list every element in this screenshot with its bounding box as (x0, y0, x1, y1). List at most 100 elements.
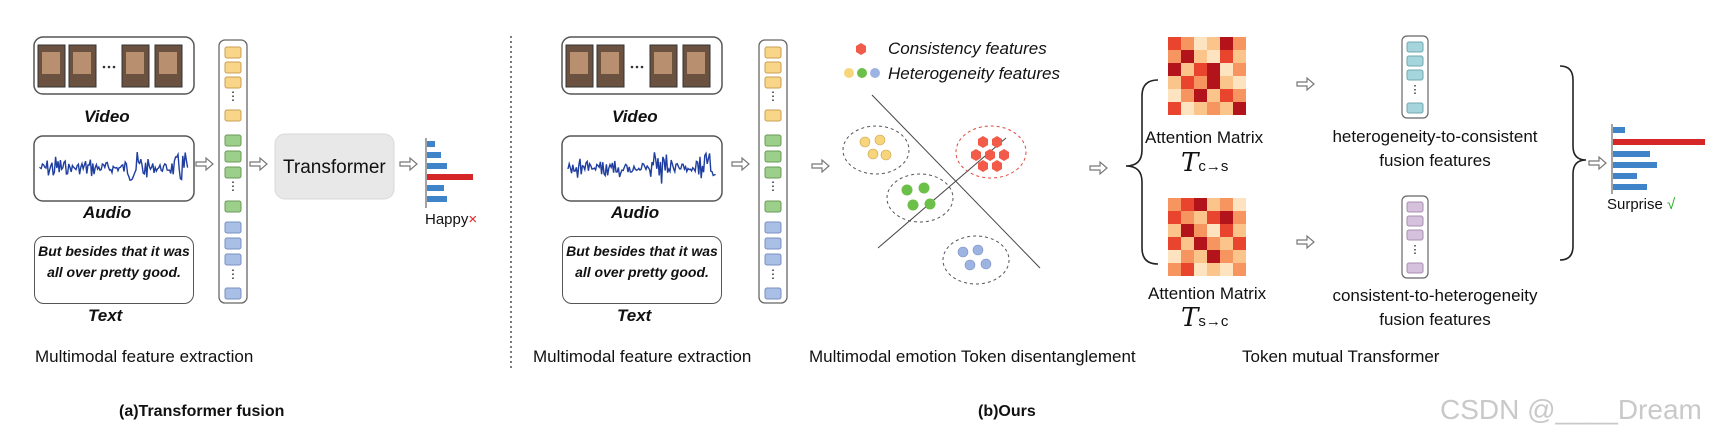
t-symbol-bottom: T (1181, 303, 1199, 333)
token-cells-a: ⋮ ⋮ ⋮ (224, 46, 242, 300)
heatmap-cell (1168, 89, 1181, 102)
svg-text:⋮: ⋮ (767, 89, 779, 103)
heatmap-cell (1168, 198, 1181, 211)
heatmap-cell (1233, 263, 1246, 276)
arrow-to-mutual (1089, 160, 1108, 176)
bar-a-2 (427, 152, 441, 158)
heatmap-cell (1207, 237, 1220, 250)
svg-text:⋮: ⋮ (227, 179, 239, 193)
heatmap-cell (1181, 63, 1194, 76)
transformer-block (274, 133, 395, 200)
heatmap-cell (1220, 63, 1233, 76)
legend-heterogeneity-dots (844, 68, 880, 78)
attention-label-top: Attention Matrix (1145, 128, 1264, 147)
bar-a-5 (427, 185, 444, 191)
heatmap-cell (1220, 50, 1233, 63)
heatmap-cell (1181, 102, 1194, 115)
video-label-b: Video (612, 107, 658, 126)
bar-a-6 (427, 196, 447, 202)
prediction-b: Surprise √ (1607, 197, 1675, 212)
heatmap-cell (1220, 89, 1233, 102)
heatmap-cell (1207, 211, 1220, 224)
heatmap-cell (1194, 89, 1207, 102)
bar-b-1 (1613, 127, 1625, 133)
text-label-b: Text (617, 306, 652, 325)
audio-label-a: Audio (83, 203, 132, 222)
heatmap-cell (1207, 224, 1220, 237)
panel-caption-a: (a)Transformer fusion (119, 403, 285, 420)
wrong-mark-icon: × (468, 211, 478, 228)
check-mark-icon: √ (1667, 196, 1676, 213)
heatmap-cell (1233, 89, 1246, 102)
svg-text:⋮: ⋮ (1410, 244, 1421, 256)
t-subscript-bottom: s→c (1198, 313, 1229, 330)
heatmap-cell (1207, 63, 1220, 76)
arrow-to-tokens-a (195, 156, 214, 172)
heatmap-cell (1181, 89, 1194, 102)
heatmap-cell (1207, 50, 1220, 63)
fusion-features-top-line2: fusion features (1379, 151, 1491, 170)
bar-b-5 (1613, 173, 1637, 179)
heatmap-cell (1233, 237, 1246, 250)
heatmap-cell (1168, 250, 1181, 263)
text-sample-box-b: But besides that it was all over pretty … (562, 236, 722, 304)
heatmap-cell (1220, 76, 1233, 89)
attention-heatmap-bottom (1168, 198, 1246, 276)
arrow-to-disentangle (811, 158, 830, 174)
bar-b-3 (1613, 151, 1650, 157)
heatmap-cell (1194, 37, 1207, 50)
heatmap-cell (1207, 198, 1220, 211)
heatmap-cell (1233, 37, 1246, 50)
attention-heatmap-top (1168, 37, 1246, 115)
heatmap-cell (1168, 102, 1181, 115)
heatmap-cell (1194, 50, 1207, 63)
panel-caption-b: (b)Ours (978, 403, 1036, 420)
heatmap-cell (1233, 250, 1246, 263)
text-sample-box-a: But besides that it was all over pretty … (34, 236, 194, 304)
heatmap-cell (1194, 250, 1207, 263)
output-histogram-b (1611, 124, 1705, 194)
heatmap-cell (1168, 37, 1181, 50)
feature-cells-top: ⋮ (1406, 41, 1424, 114)
bar-b-2 (1613, 139, 1705, 145)
cluster-green (886, 173, 954, 223)
heatmap-cell (1220, 224, 1233, 237)
heatmap-cell (1168, 237, 1181, 250)
section-caption-disentangle: Multimodal emotion Token disentanglement (809, 347, 1136, 366)
heatmap-cell (1233, 63, 1246, 76)
cluster-blue (942, 235, 1010, 285)
feature-cells-bottom: ⋮ (1406, 201, 1424, 274)
fusion-features-top-line1: heterogeneity-to-consistent (1332, 127, 1538, 146)
heatmap-cell (1233, 224, 1246, 237)
brace-right (1559, 65, 1587, 261)
arrow-to-output-a (399, 156, 418, 172)
svg-text:⋮: ⋮ (1410, 84, 1421, 96)
heatmap-cell (1194, 211, 1207, 224)
heatmap-cell (1233, 76, 1246, 89)
bar-a-1 (427, 141, 435, 147)
text-label-a: Text (88, 306, 123, 325)
arrow-to-output-b (1588, 155, 1607, 171)
heatmap-cell (1181, 224, 1194, 237)
attention-symbol-top: Tc→s (1181, 150, 1228, 176)
audio-box-a (33, 135, 195, 202)
heatmap-cell (1220, 263, 1233, 276)
heatmap-cell (1168, 63, 1181, 76)
attention-label-bottom: Attention Matrix (1148, 284, 1267, 303)
heatmap-cell (1220, 198, 1233, 211)
heatmap-cell (1181, 263, 1194, 276)
video-label-a: Video (84, 107, 130, 126)
heatmap-cell (1194, 63, 1207, 76)
heatmap-cell (1181, 37, 1194, 50)
heatmap-cell (1220, 237, 1233, 250)
heatmap-cell (1220, 211, 1233, 224)
t-symbol-top: T (1181, 148, 1199, 178)
heatmap-cell (1168, 211, 1181, 224)
heatmap-cell (1181, 198, 1194, 211)
heatmap-cell (1207, 263, 1220, 276)
fusion-features-bottom: consistent-to-heterogeneity fusion featu… (1310, 284, 1560, 332)
heatmap-cell (1207, 102, 1220, 115)
heatmap-cell (1181, 237, 1194, 250)
arrow-to-tokens-b (731, 156, 750, 172)
heatmap-cell (1220, 102, 1233, 115)
